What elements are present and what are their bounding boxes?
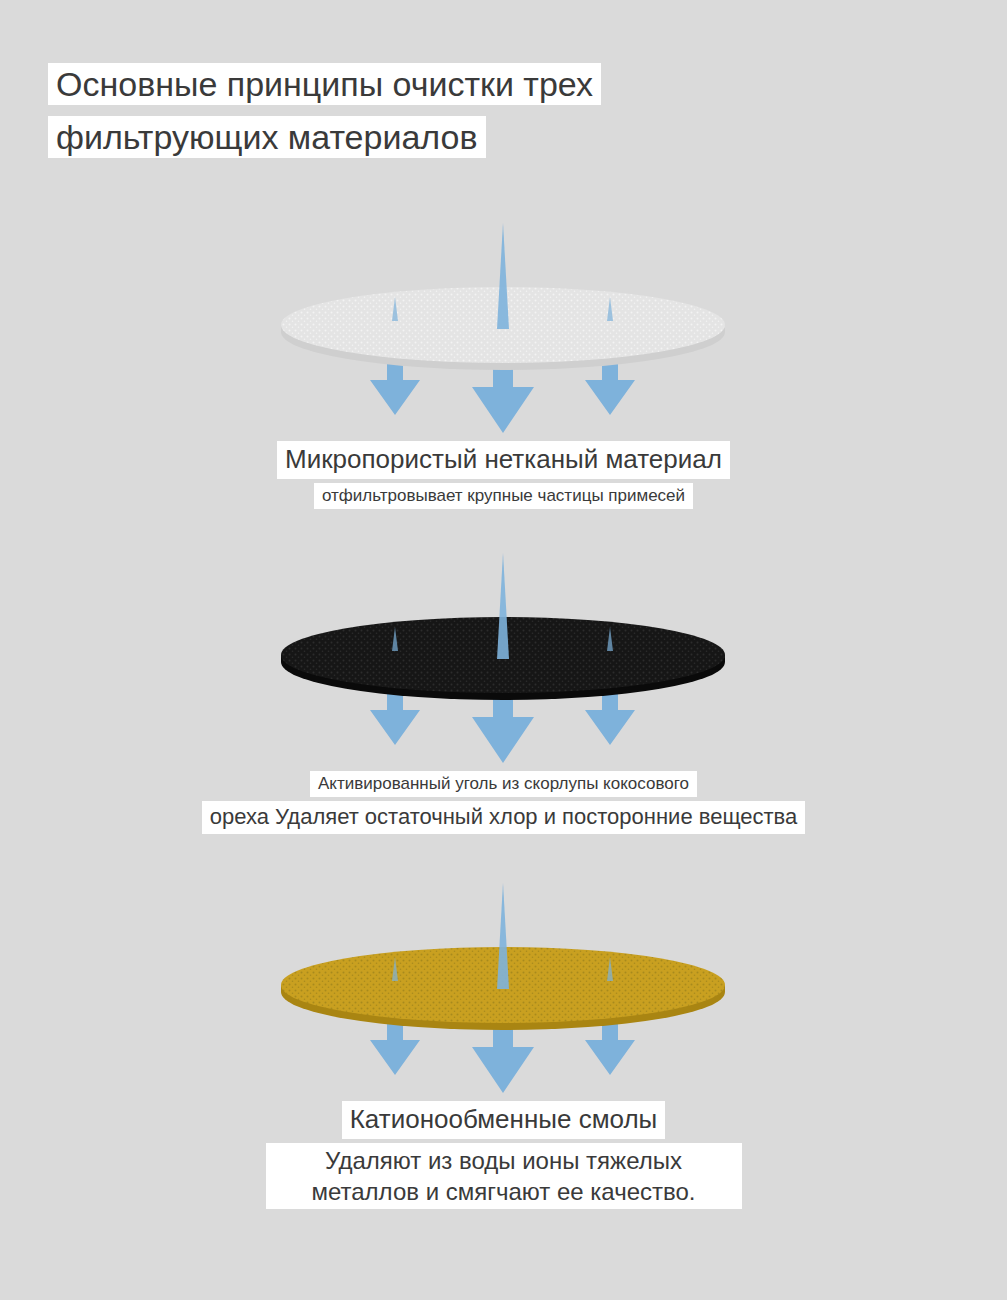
inflow-spike — [392, 297, 398, 321]
layer-description: Удаляют из воды ионы тяжелых металлов и … — [266, 1143, 742, 1209]
inflow-spike — [497, 223, 509, 329]
inflow-spike — [607, 297, 613, 321]
layer-heading: Микропористый нетканый материал — [277, 441, 730, 479]
inflow-spike — [497, 553, 509, 659]
layer-description: отфильтровывает крупные частицы примесей — [314, 483, 693, 509]
inflow-spike — [392, 957, 398, 981]
layer-heading: Катионообменные смолы — [342, 1101, 666, 1139]
inflow-spike — [607, 957, 613, 981]
inflow-spike — [392, 627, 398, 651]
filter-disc-drawing — [0, 545, 1007, 769]
filter-layer: Катионообменные смолыУдаляют из воды ион… — [0, 875, 1007, 1300]
filter-disc-drawing — [0, 215, 1007, 439]
filter-disc-drawing — [0, 875, 1007, 1099]
title-block: Основные принципы очистки трех фильтрующ… — [48, 58, 708, 163]
inflow-spike — [607, 627, 613, 651]
inflow-spike — [497, 883, 509, 989]
layer-description: ореха Удаляет остаточный хлор и посторон… — [202, 801, 806, 834]
page-title: Основные принципы очистки трех фильтрующ… — [48, 63, 601, 158]
layer-heading: Активированный уголь из скорлупы кокосов… — [310, 771, 697, 797]
